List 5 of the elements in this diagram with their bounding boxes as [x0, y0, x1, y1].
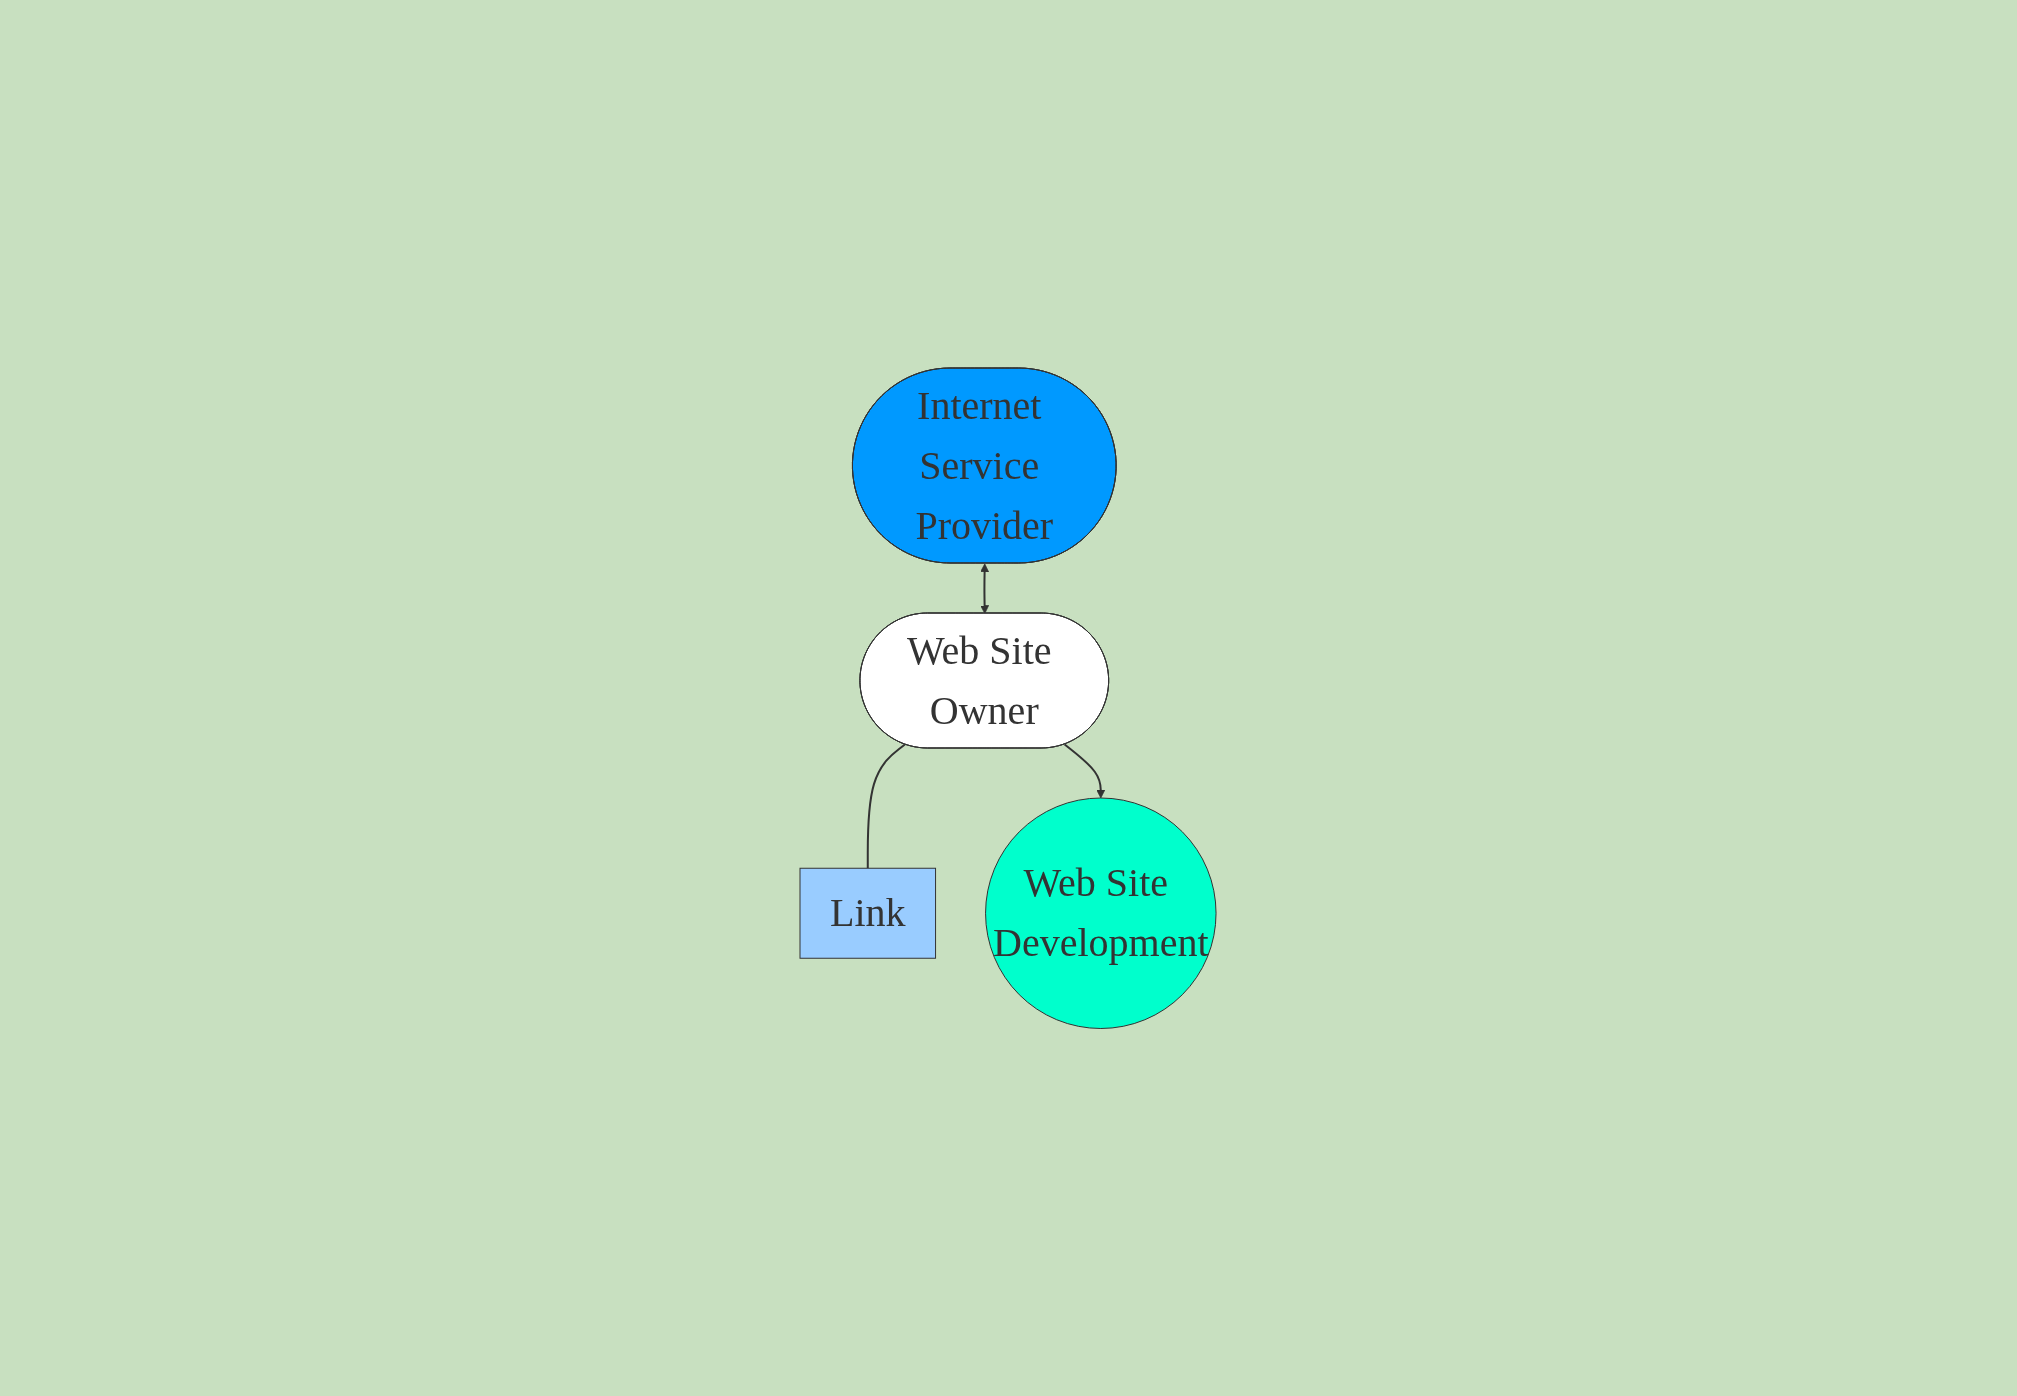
connector: [867, 743, 907, 869]
node-box: Link: [799, 867, 937, 959]
node-circle: Web Site Development: [985, 797, 1217, 1029]
arrow: [1064, 743, 1106, 799]
arrow: [980, 563, 990, 614]
